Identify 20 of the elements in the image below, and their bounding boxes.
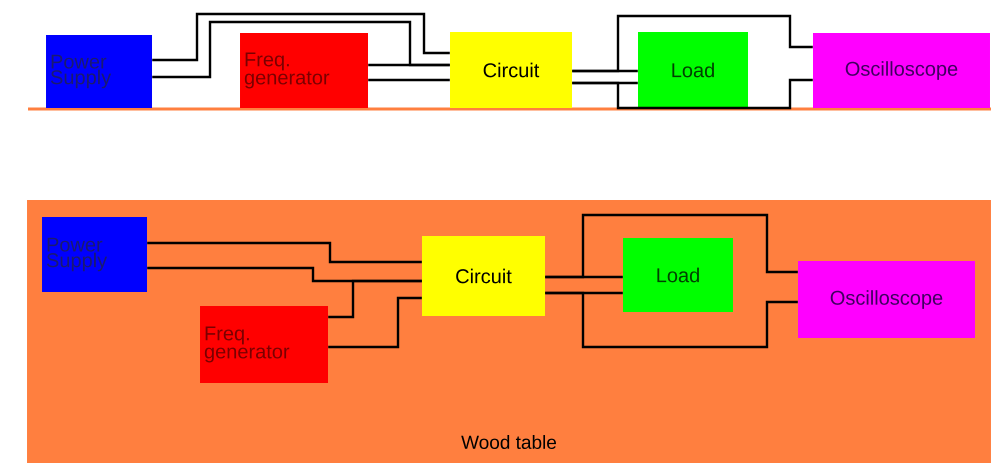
load-box: Load xyxy=(638,32,748,108)
wire xyxy=(545,292,798,348)
wire xyxy=(368,64,450,66)
wire xyxy=(152,12,450,62)
oscilloscope-box: Oscilloscope xyxy=(798,261,975,338)
wire xyxy=(572,78,813,110)
wire xyxy=(368,78,450,82)
power-supply-box: Power Supply xyxy=(46,35,152,108)
circuit-box: Circuit xyxy=(450,32,572,108)
load-box: Load xyxy=(623,238,733,312)
generator-box: Freq. generator xyxy=(200,306,328,383)
wire xyxy=(545,214,798,278)
wire xyxy=(572,14,813,72)
wire xyxy=(328,296,422,348)
oscilloscope-box: Oscilloscope xyxy=(813,33,990,108)
wire xyxy=(147,242,422,264)
wire xyxy=(328,280,422,318)
power-supply-box: Power Supply xyxy=(42,217,148,292)
circuit-box: Circuit xyxy=(422,236,545,316)
generator-box: Freq. generator xyxy=(240,33,368,108)
